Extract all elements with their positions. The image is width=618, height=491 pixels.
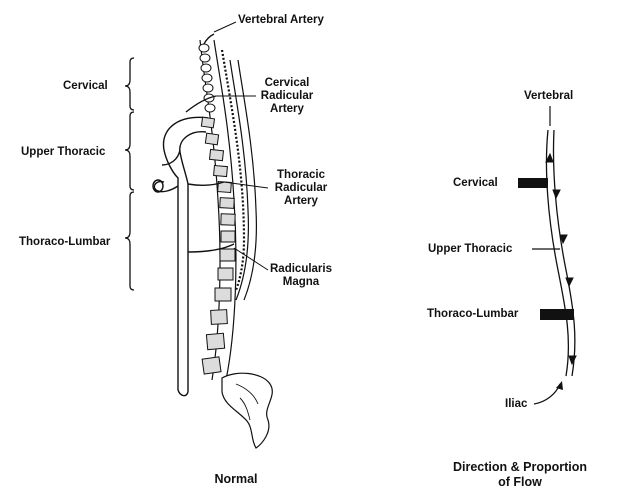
label-vertebral-artery: Vertebral Artery <box>238 14 324 27</box>
segment-label-upper-thoracic: Upper Thoracic <box>21 146 105 159</box>
flow-vessel <box>546 130 574 376</box>
label-line: Artery <box>266 195 336 208</box>
cervical-flow-bar <box>518 178 548 188</box>
caption-line: of Flow <box>430 475 610 490</box>
label-line: Artery <box>252 103 322 116</box>
label-thoraco-lumbar-flow: Thoraco-Lumbar <box>427 308 518 321</box>
label-iliac: Iliac <box>505 398 527 411</box>
label-upper-thoracic-flow: Upper Thoracic <box>428 243 512 256</box>
label-cervical-flow: Cervical <box>453 177 498 190</box>
cervical-bracket <box>125 58 134 110</box>
thoraco-lumbar-flow-bar <box>540 309 574 320</box>
caption-normal: Normal <box>196 472 276 487</box>
label-line: Radicular <box>266 182 336 195</box>
label-line: Radicular <box>252 90 322 103</box>
caption-direction-proportion-flow: Direction & Proportion of Flow <box>430 460 610 490</box>
thoraco-lumbar-bracket <box>125 192 134 290</box>
label-cervical-radicular-artery: Cervical Radicular Artery <box>252 77 322 116</box>
label-line: Thoracic <box>266 169 336 182</box>
label-thoracic-radicular-artery: Thoracic Radicular Artery <box>266 169 336 208</box>
label-vertebral: Vertebral <box>524 90 573 103</box>
label-line: Radicularis <box>266 263 336 276</box>
flow-arrows <box>546 154 576 364</box>
segment-label-thoraco-lumbar: Thoraco-Lumbar <box>19 236 110 249</box>
label-radicularis-magna: Radicularis Magna <box>266 263 336 289</box>
caption-line: Direction & Proportion <box>430 460 610 475</box>
label-line: Cervical <box>252 77 322 90</box>
label-line: Magna <box>266 276 336 289</box>
upper-thoracic-bracket <box>125 112 134 190</box>
segment-label-cervical: Cervical <box>63 80 108 93</box>
aorta <box>153 117 208 395</box>
